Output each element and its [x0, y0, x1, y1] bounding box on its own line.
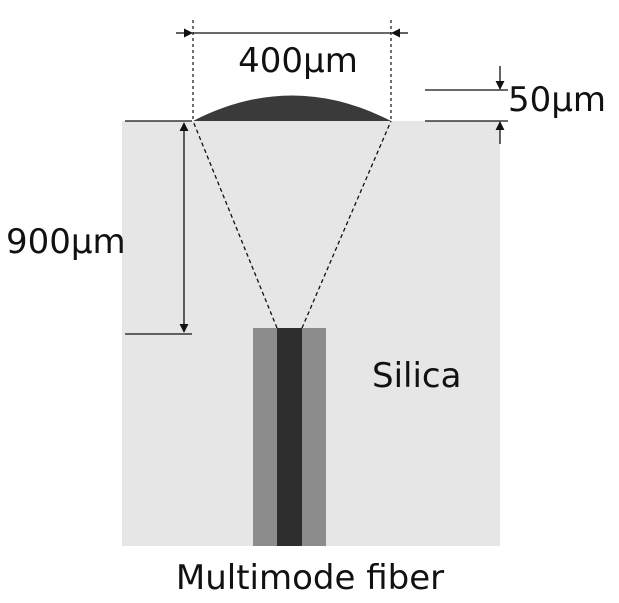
microlens: [193, 95, 391, 121]
depth-label: 900μm: [6, 222, 126, 262]
fiber-label: Multimode fiber: [176, 558, 444, 598]
silica-label: Silica: [372, 356, 461, 396]
light-cone-left: [192, 120, 278, 329]
lens-height-label: 50μm: [508, 80, 606, 120]
fiber-core: [277, 328, 302, 546]
light-cone-right: [301, 120, 392, 329]
lens-width-label: 400μm: [238, 41, 358, 81]
